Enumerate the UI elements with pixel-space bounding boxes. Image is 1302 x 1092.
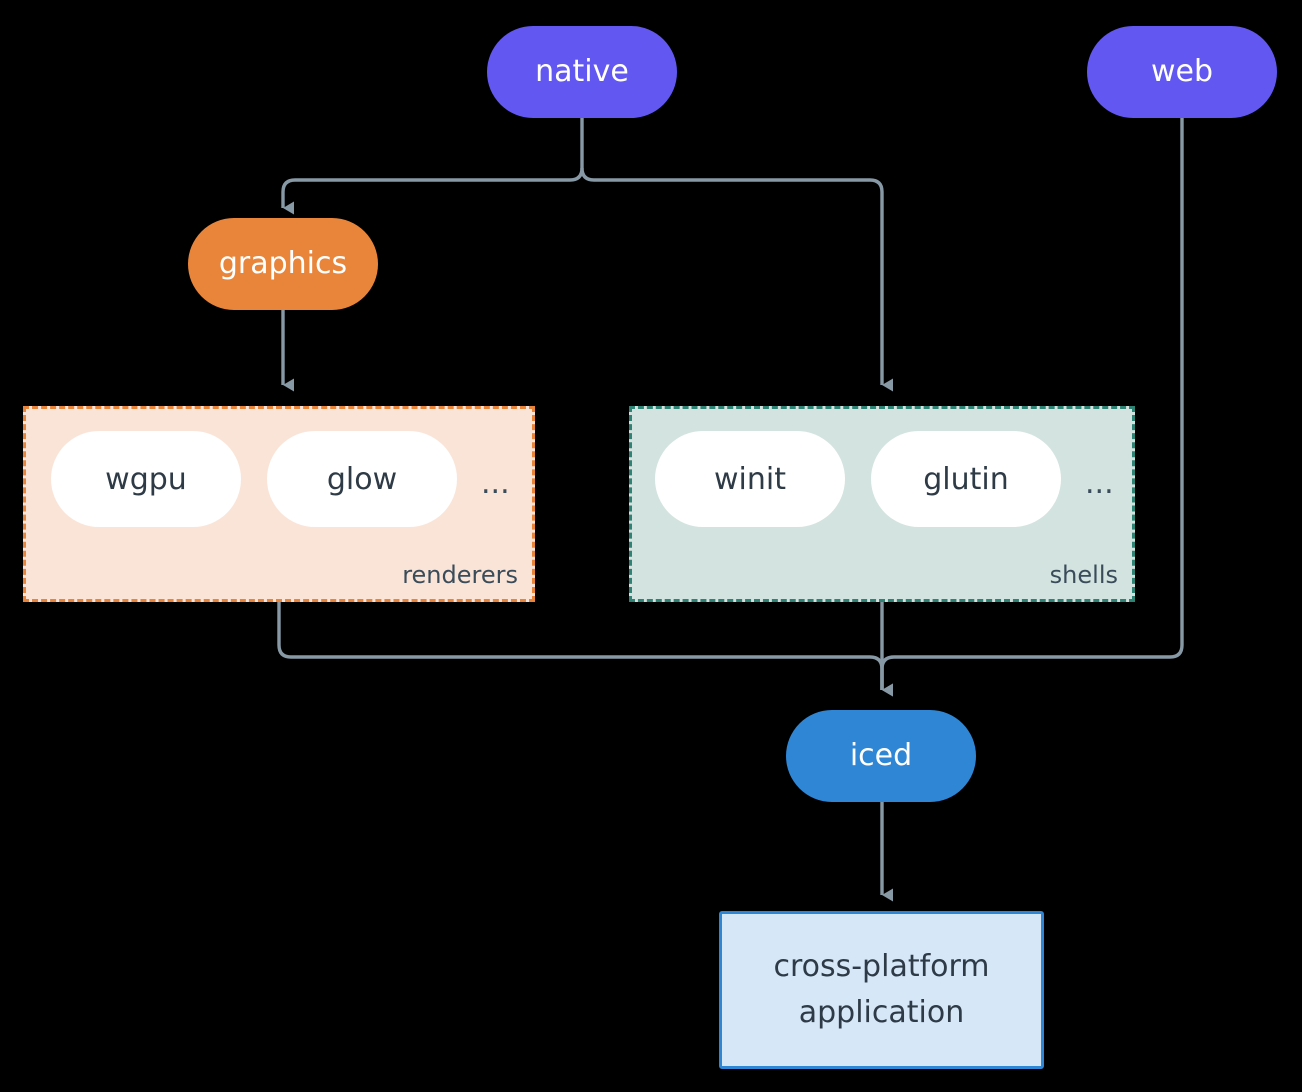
item-glutin[interactable]: glutin <box>871 431 1061 527</box>
node-cross-platform-application[interactable]: cross-platform application <box>719 911 1044 1069</box>
node-iced[interactable]: iced <box>786 710 976 802</box>
edge-renderers-to-iced <box>277 602 893 697</box>
node-native-label: native <box>535 54 629 89</box>
item-winit[interactable]: winit <box>655 431 845 527</box>
item-wgpu[interactable]: wgpu <box>51 431 241 527</box>
node-graphics-label: graphics <box>218 246 348 281</box>
edge-native-to-shells <box>580 167 893 392</box>
node-iced-label: iced <box>849 738 913 773</box>
item-glutin-label: glutin <box>923 461 1009 497</box>
shells-more-ellipsis: ... <box>1085 466 1114 501</box>
group-shells-label: shells <box>1049 561 1118 589</box>
renderers-more-ellipsis: ... <box>481 466 510 501</box>
application-label-line1: cross-platform <box>773 948 990 984</box>
edge-native-to-graphics <box>281 167 584 215</box>
group-shells: winit glutin ... shells <box>629 406 1135 602</box>
group-renderers: wgpu glow ... renderers <box>23 406 535 602</box>
node-web-label: web <box>1150 54 1214 89</box>
item-glow-label: glow <box>326 461 398 497</box>
item-glow[interactable]: glow <box>267 431 457 527</box>
item-wgpu-label: wgpu <box>105 461 187 497</box>
edge-web-to-iced <box>880 118 1184 697</box>
node-native[interactable]: native <box>487 26 677 118</box>
group-renderers-label: renderers <box>402 561 518 589</box>
node-web[interactable]: web <box>1087 26 1277 118</box>
application-label-line2: application <box>798 995 965 1030</box>
node-graphics[interactable]: graphics <box>188 218 378 310</box>
item-winit-label: winit <box>714 461 786 497</box>
